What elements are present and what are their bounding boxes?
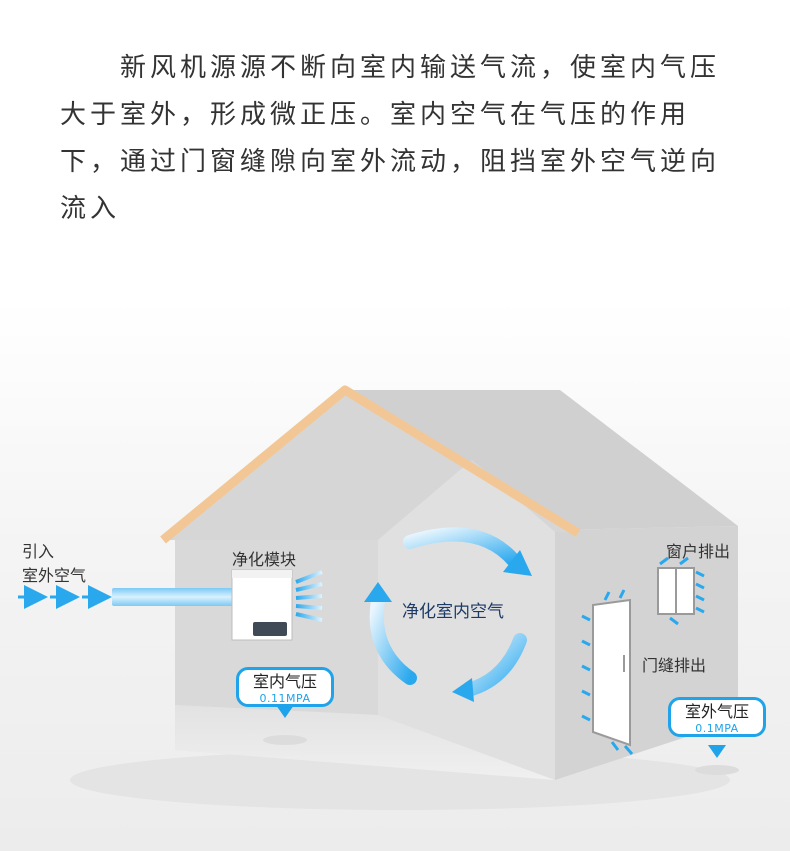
module-display [253, 622, 287, 636]
roof-edge [160, 385, 581, 544]
purification-module [231, 569, 293, 641]
intake-label-line1: 引入 [22, 542, 55, 561]
outdoor-badge-pointer [708, 745, 726, 758]
module-label: 净化模块 [232, 550, 297, 569]
indoor-pressure-badge: 室内气压 0.11MPA [236, 667, 334, 707]
indoor-pressure-title: 室内气压 [252, 672, 317, 691]
door [581, 589, 634, 755]
indoor-badge-pointer [276, 705, 294, 718]
indoor-badge-shadow [263, 735, 307, 745]
outdoor-pressure-value: 0.1MPA [695, 722, 739, 735]
window-exhaust-arrows [659, 556, 705, 626]
outdoor-badge-shadow [695, 765, 739, 775]
module-airflow [295, 570, 323, 622]
circulation-arrows [364, 527, 532, 702]
purify-label: 净化室内空气 [402, 602, 504, 622]
indoor-pressure-value: 0.11MPA [259, 692, 311, 705]
house-illustration [18, 385, 739, 810]
window-label: 窗户排出 [666, 542, 731, 561]
outdoor-pressure-title: 室外气压 [684, 702, 749, 721]
door-exhaust-arrows [581, 589, 634, 755]
roof-right [345, 390, 738, 530]
outdoor-pressure-badge: 室外气压 0.1MPA [668, 697, 766, 737]
house-diagram: 引入 室外空气 净化模块 净化室内空气 窗户排出 门缝排出 室内气压 0.11M… [0, 300, 790, 851]
intake-label-line2: 室外空气 [22, 566, 87, 585]
intro-paragraph: 新风机源源不断向室内输送气流，使室内气压大于室外，形成微正压。室内空气在气压的作… [60, 53, 721, 224]
air-intake-pipe [112, 588, 240, 606]
interior-floor [175, 705, 555, 780]
door-label: 门缝排出 [642, 656, 707, 675]
window [657, 556, 705, 626]
front-gable [163, 390, 578, 540]
